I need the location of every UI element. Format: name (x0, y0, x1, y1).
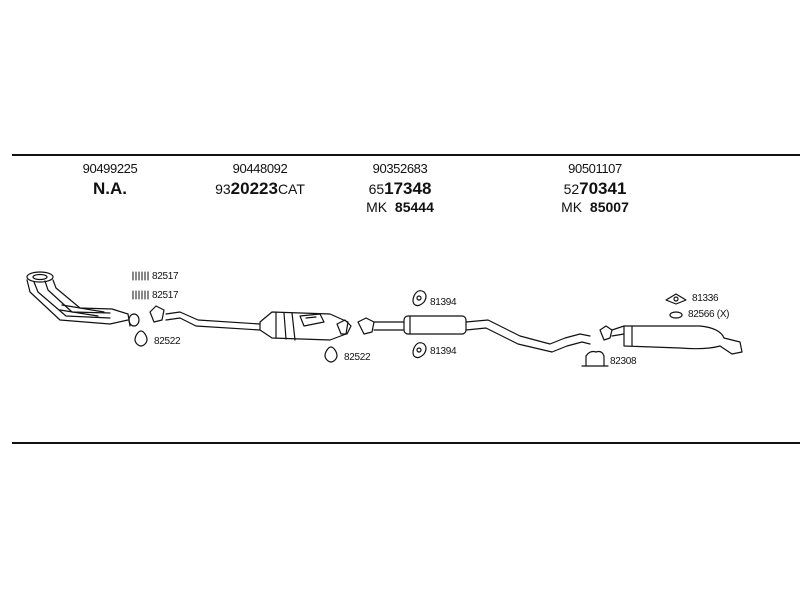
label-hanger-81394: 81394 (430, 346, 457, 357)
oe-number: 90499225 (82, 161, 138, 176)
oe-number: 90352683 (372, 161, 428, 176)
column-rear-silencer: 90501107 5270341 MK 85007 (525, 162, 665, 214)
part-number: 9320223CAT (215, 179, 305, 198)
label-hanger-81336: 81336 (692, 293, 719, 304)
hanger-icon (412, 290, 427, 359)
middle-silencer-drawing (357, 315, 591, 353)
label-gasket-82522: 82522 (344, 352, 371, 363)
gasket-icon (134, 330, 148, 347)
u-clamp-icon (581, 350, 609, 367)
label-ring-82566: 82566 (X) (688, 309, 730, 320)
column-middle-silencer: 90352683 6517348 MK 85444 (335, 162, 465, 214)
mounting-kit: MK 85007 (561, 199, 629, 215)
label-clamp-82517: 82517 (152, 290, 179, 301)
part-number: 6517348 (368, 179, 432, 198)
label-hanger-81394: 81394 (430, 297, 457, 308)
intermediate-pipe-drawing (149, 305, 261, 331)
column-catalyst: 90448092 9320223CAT (190, 162, 330, 197)
flange-drawing (336, 319, 352, 335)
front-pipe-drawing (26, 271, 140, 327)
catalyst-drawing (259, 311, 349, 341)
part-number: N.A. (93, 179, 127, 198)
top-rule (12, 154, 800, 156)
ring-icon (669, 311, 683, 319)
label-clamp-82308: 82308 (610, 356, 637, 367)
hanger-icon (665, 293, 687, 305)
label-gasket-82522: 82522 (154, 336, 181, 347)
gasket-icon (324, 346, 338, 363)
label-clamp-82517: 82517 (152, 271, 179, 282)
rear-silencer-drawing (599, 325, 743, 355)
part-number: 5270341 (563, 179, 627, 198)
oe-number: 90448092 (232, 161, 288, 176)
mounting-kit: MK 85444 (366, 199, 434, 215)
column-front-pipe: 90499225 N.A. (60, 162, 160, 197)
oe-number: 90501107 (568, 161, 622, 176)
clamp-icon (132, 271, 149, 300)
bottom-rule (12, 442, 800, 444)
